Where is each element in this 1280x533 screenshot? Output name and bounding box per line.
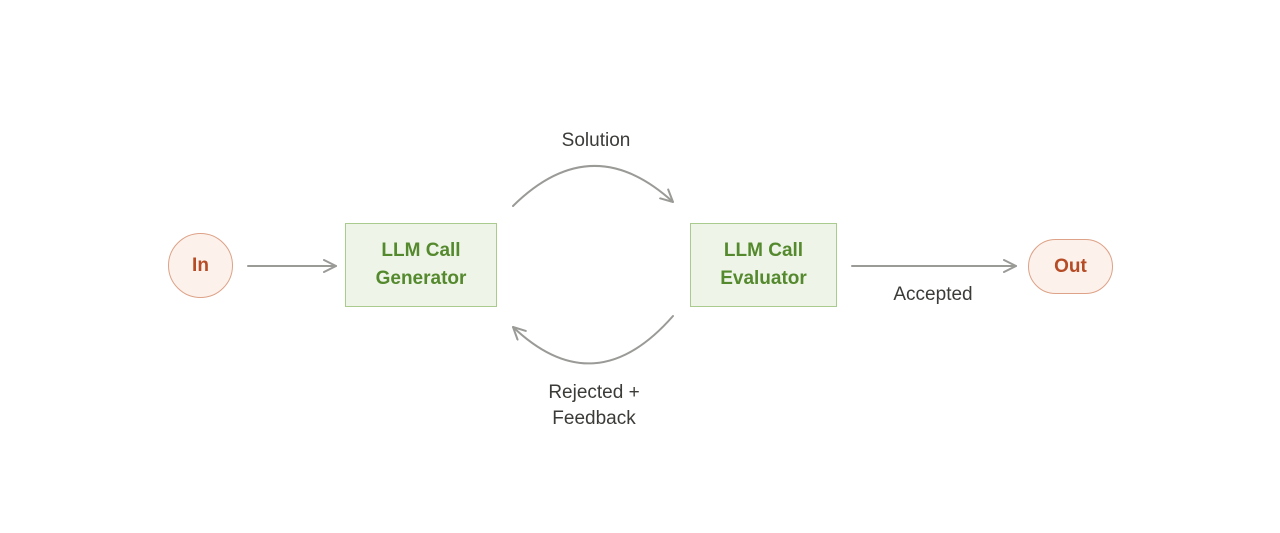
evaluator-label-line1: LLM Call — [723, 240, 804, 261]
generator-label-line1: LLM Call — [381, 240, 461, 261]
rejected-label-line1: Rejected + — [548, 382, 640, 403]
edge-label-solution: Solution — [561, 130, 631, 151]
edge-label-rejected-feedback: Rejected + Feedback — [548, 380, 639, 432]
node-llm-call-evaluator: LLM Call Evaluator — [690, 223, 837, 307]
arrow-rejected-curve — [512, 315, 674, 365]
node-llm-call-generator: LLM Call Generator — [345, 223, 497, 307]
evaluator-label-line2: Evaluator — [720, 268, 807, 289]
rejected-label-line2: Feedback — [552, 408, 636, 429]
generator-label-line2: Generator — [375, 268, 467, 289]
node-out-label: Out — [1054, 255, 1087, 277]
edge-label-accepted: Accepted — [893, 284, 973, 305]
node-out: Out — [1028, 239, 1113, 294]
arrow-solution-curve — [512, 165, 674, 207]
node-in-label: In — [192, 254, 209, 276]
node-in: In — [168, 233, 233, 298]
